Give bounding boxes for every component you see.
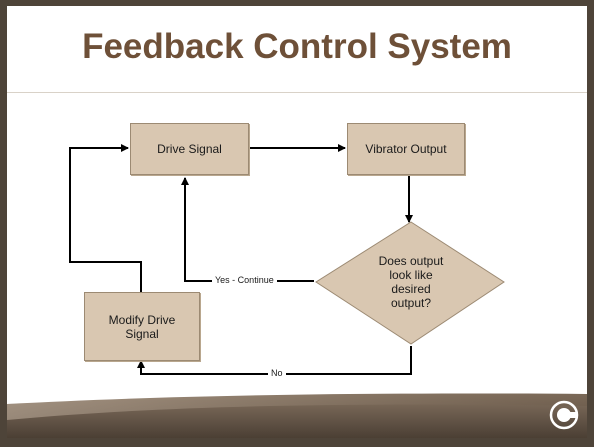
- slide-title: Feedback Control System: [82, 27, 512, 66]
- yes-continue-label: Yes - Continue: [212, 275, 277, 286]
- edge-yes-to-drive: [181, 177, 314, 282]
- modify-line-1: Modify Drive: [108, 312, 176, 327]
- no-label: No: [268, 368, 286, 379]
- decision-diamond: [315, 221, 505, 345]
- slide: Feedback Control System Drive Signa: [7, 6, 587, 438]
- drive-signal-node: Drive Signal: [130, 123, 249, 175]
- vibrator-output-node: Vibrator Output: [347, 123, 465, 175]
- edge-modify-to-drive: [69, 144, 142, 292]
- footer-swoosh: [7, 390, 587, 438]
- vibrator-output-label: Vibrator Output: [365, 142, 447, 156]
- decision-line-2: look like: [389, 268, 433, 282]
- decision-line-3: desired: [391, 282, 431, 296]
- title-area: Feedback Control System: [7, 6, 587, 94]
- footer-band: [7, 390, 587, 438]
- decision-label: Does output look like desired output?: [356, 254, 466, 310]
- modify-line-2: Signal: [125, 326, 159, 341]
- decision-line-1: Does output: [378, 254, 444, 268]
- decision-line-4: output?: [390, 296, 432, 310]
- title-divider: [7, 92, 587, 93]
- flowchart: Drive Signal Vibrator Output Does output…: [7, 94, 587, 394]
- company-logo-icon: [549, 400, 579, 430]
- modify-drive-signal-node: Modify Drive Signal: [84, 292, 200, 361]
- drive-signal-label: Drive Signal: [157, 142, 222, 156]
